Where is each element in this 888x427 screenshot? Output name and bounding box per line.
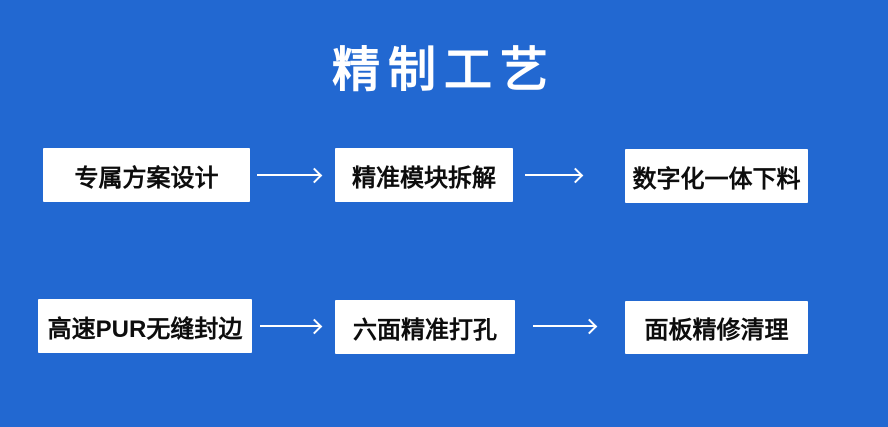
flow-step-digital-integrated-cutting: 数字化一体下料 (625, 149, 808, 203)
page-title: 精制工艺 (331, 44, 556, 97)
flow-step-highspeed-pur-seamless-edging: 高速PUR无缝封边 (38, 299, 252, 353)
flow-step-six-side-precise-drilling: 六面精准打孔 (335, 300, 515, 354)
arrow-right-icon (260, 325, 320, 327)
arrow-right-icon (533, 325, 595, 327)
flow-step-exclusive-plan-design: 专属方案设计 (43, 148, 250, 202)
flow-step-precise-module-disassembly: 精准模块拆解 (335, 148, 513, 202)
flow-step-panel-fine-finish-cleaning: 面板精修清理 (625, 301, 808, 354)
arrow-right-icon (257, 174, 320, 176)
arrow-right-icon (525, 174, 581, 176)
